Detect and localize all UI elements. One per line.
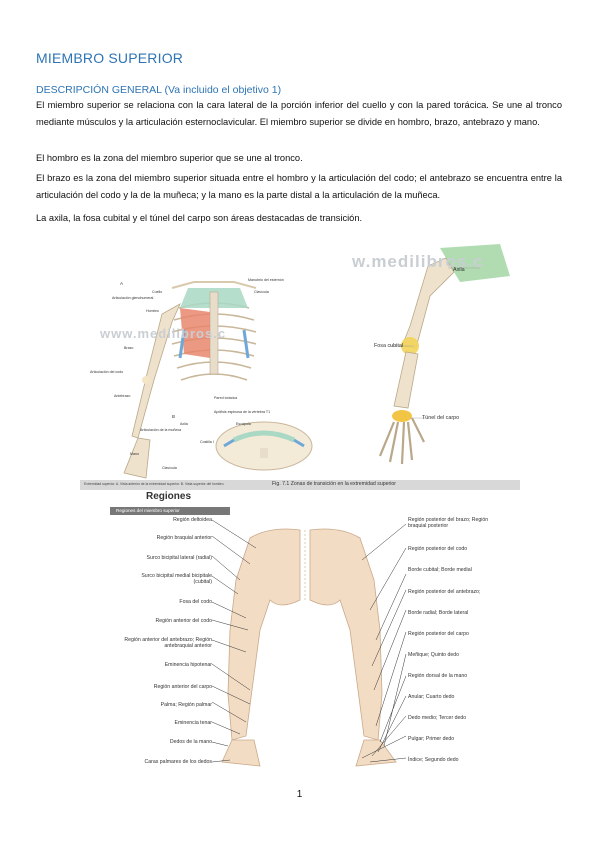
region-label-left: Caras palmares de los dedos [144,759,212,765]
region-label-left: Región braquial anterior [156,535,212,541]
figure-upper-limb-anterior [84,268,354,486]
region-label-left: Palma; Región palmar [160,702,212,708]
region-label-right: Meñique; Quinto dedo [408,652,460,658]
region-label-left: Región anterior del codo [155,618,212,624]
region-label-right: Borde cubital; Borde medial [408,567,472,573]
regions-title: Regiones [146,491,192,502]
region-label-left: Eminencia tenar [174,720,213,726]
caption-left: Extremidad superior. A. Vista anterior d… [84,482,225,486]
fig-a-label-cuello: Cuello [152,290,163,294]
fig-b-label-fosa-cubital: Fosa cubital [374,343,404,349]
fig-a-label-axila: Axila [180,422,188,426]
figure-transition-areas [350,236,550,488]
region-label-right: Índice; Segundo dedo [408,757,459,763]
fig-a-label-escapula: Escápula [236,422,251,426]
region-label-right: Región posterior del carpo [408,631,469,637]
region-label-right: Pulgar; Primer dedo [408,736,455,742]
fig-a-label-mano: Mano [130,452,139,456]
watermark-b: w.medilibros.c [352,252,484,271]
fig-a-label-art-codo: Articulación del codo [90,370,124,374]
fig-a-label-art-muneca: Articulación de la muñeca [140,428,182,432]
fig-a-label-pared-toracica: Pared torácica [214,396,238,400]
region-label-left: Región anterior del antebrazo; Región an… [124,637,212,649]
caption-strip [80,480,520,490]
fig-a-label-brazo: Brazo [124,346,134,350]
fig-b-label-tunel-carpo: Túnel del carpo [422,415,460,421]
section-subtitle: DESCRIPCIÓN GENERAL (Va incluido el obje… [36,84,282,96]
region-label-left: Eminencia hipotenar [164,662,212,668]
fig-a-label-manubrio: Manubrio del esternón [248,278,284,282]
region-label-left: Región anterior del carpo [153,684,212,690]
figure-regions [100,490,520,770]
region-label-right: Región dorsal de la mano [408,673,468,679]
region-label-right: Región posterior del brazo; Región braqu… [408,517,489,529]
paragraph-general: El miembro superior se relaciona con la … [36,100,562,127]
region-label-left: Región deltoidea [173,517,212,523]
region-label-right: Región posterior del codo [408,546,468,552]
fig-a-label-art-glenohumeral: Articulación glenohumeral [112,296,154,300]
paragraph-brazo: El brazo es la zona del miembro superior… [36,173,562,200]
region-label-left: Surco bicipital lateral (radial) [146,555,212,561]
region-label-right: Anular; Cuarto dedo [408,694,455,700]
paragraph-hombro: El hombro es la zona del miembro superio… [36,153,303,163]
caption-right: Fig. 7.1 Zonas de transición en la extre… [272,481,396,487]
region-label-right: Región posterior del antebrazo; [408,589,481,595]
figure-a-letter-b: B [172,414,176,419]
fig-a-label-hombro: Hombro [146,309,159,313]
region-label-right: Dedo medio; Tercer dedo [408,715,467,721]
watermark-a: www.medilibros.c [100,326,227,341]
fig-b-label-axila: Axila [453,267,465,273]
region-label-right: Borde radial; Borde lateral [408,610,469,616]
fig-a-label-clavicula: Clavícula [254,290,269,294]
page-number: 1 [296,789,303,800]
figure-a-letter-a: A [120,281,124,286]
fig-a-label-antebrazo: Antebrazo [114,394,131,398]
region-label-left: Dedos de la mano [169,739,212,745]
region-label-left: Fosa del codo [179,599,212,605]
region-label-left: Surco bicipital medial bicipitale (cubit… [141,573,212,585]
page-title: MIEMBRO SUPERIOR [36,50,184,66]
fig-a-label-costilla: Costilla I [200,440,214,444]
fig-a-label-clavicula-b: Clavícula [162,466,177,470]
regions-subtitle: Regiones del miembro superior [110,507,230,515]
paragraph-transicion: La axila, la fosa cubital y el túnel del… [36,213,363,223]
fig-a-label-apofisis: Apófisis espinosa de la vértebra T1 [214,410,271,414]
